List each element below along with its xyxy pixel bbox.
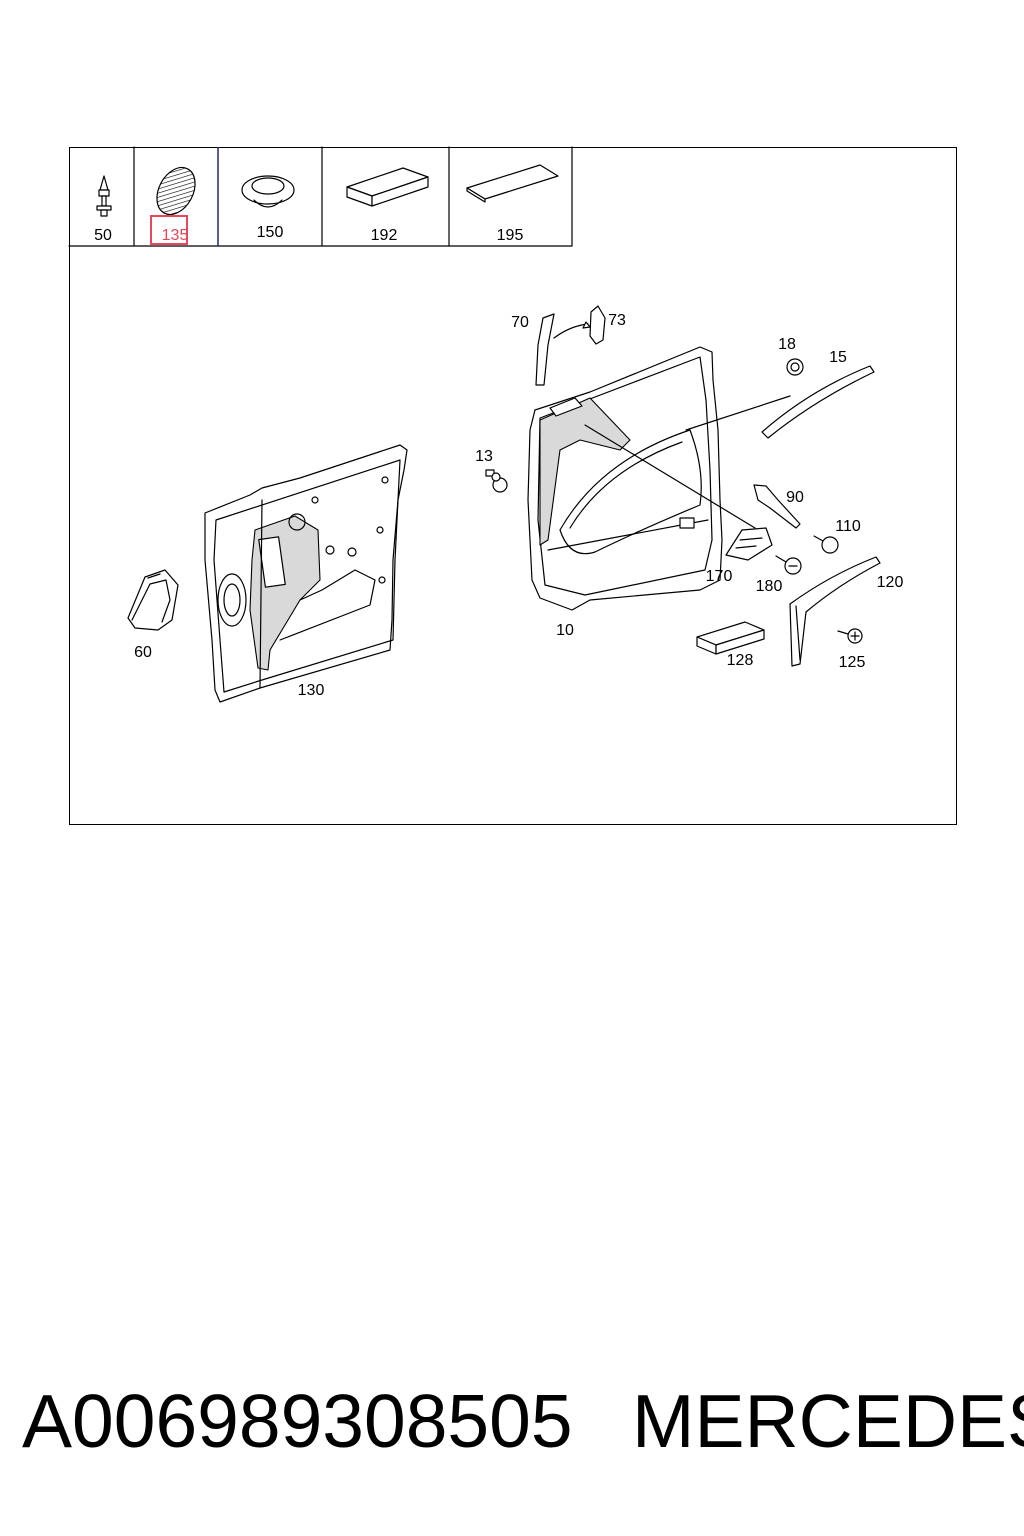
footer: A006989308505 MERCEDES (0, 1376, 1024, 1486)
callout-130: 130 (298, 682, 325, 699)
clip-18-icon (786, 358, 804, 376)
lower-trim-strip (789, 556, 881, 667)
callout-18: 18 (778, 336, 796, 353)
grommet-icon (241, 175, 295, 208)
header-part-label-150: 150 (257, 224, 284, 241)
window-trim-strip (535, 313, 591, 386)
door-trim-panel (527, 346, 723, 611)
header-part-label-195: 195 (497, 227, 524, 244)
handle-bezel (753, 484, 801, 529)
callout-70: 70 (511, 314, 529, 331)
callout-125: 125 (839, 654, 866, 671)
callout-13: 13 (475, 448, 493, 465)
highlight-box (150, 215, 188, 245)
foam-block-icon (346, 167, 429, 207)
armrest-trim-strip (685, 365, 875, 439)
retaining-clip-13 (485, 469, 508, 493)
callout-110: 110 (835, 518, 861, 535)
door-handle-mechanism (584, 424, 773, 561)
header-part-label-192: 192 (371, 227, 398, 244)
mirror-trim-cover (589, 305, 606, 345)
speaker-cover (127, 569, 179, 631)
callout-60: 60 (134, 644, 152, 661)
header-part-label-50: 50 (94, 227, 112, 244)
callout-15: 15 (829, 349, 847, 366)
diagram-frame (69, 147, 957, 825)
callout-128: 128 (727, 652, 754, 669)
callout-10: 10 (556, 622, 574, 639)
screw-125-icon (837, 628, 863, 644)
callout-90: 90 (786, 489, 804, 506)
foam-block-128 (696, 621, 765, 655)
part-number: A006989308505 (22, 1379, 573, 1463)
door-carrier-panel (204, 444, 408, 703)
callout-73: 73 (608, 312, 626, 329)
callout-170: 170 (706, 568, 733, 585)
callout-120: 120 (877, 574, 904, 591)
clip-icon (96, 175, 112, 217)
header-parts-table (68, 146, 573, 247)
screw-110-icon (813, 535, 839, 554)
header-part-label-135: 135 (162, 227, 189, 244)
screw-180-icon (775, 555, 802, 575)
brand-name: MERCEDES (632, 1379, 1024, 1463)
oval-pad-icon (156, 166, 196, 216)
thin-pad-icon (466, 164, 559, 203)
callout-180: 180 (756, 578, 783, 595)
